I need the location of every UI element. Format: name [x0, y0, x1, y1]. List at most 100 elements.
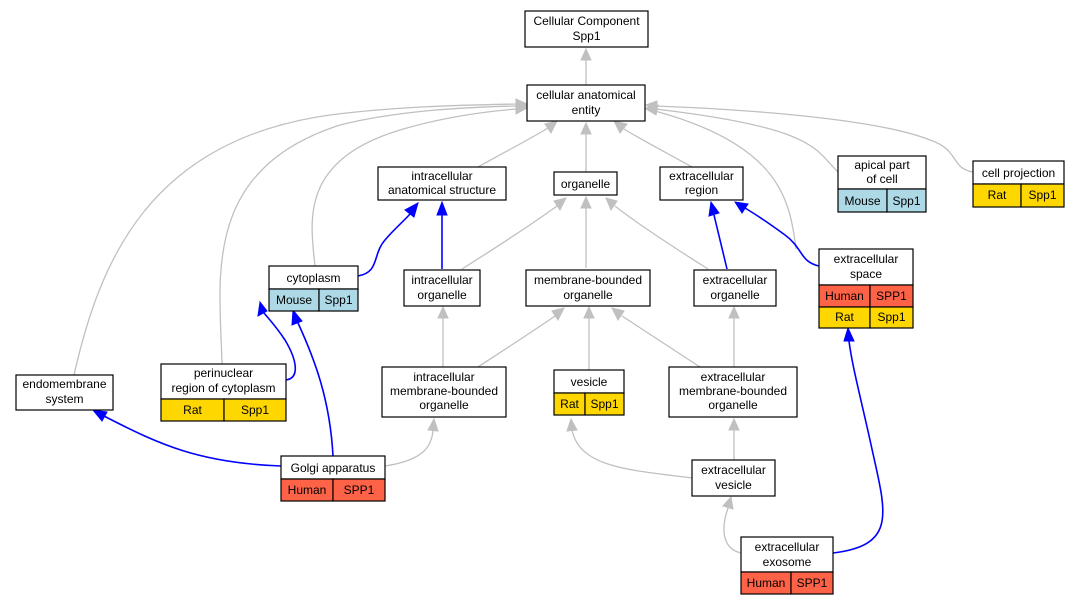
edge-ecspace-ecr [744, 207, 820, 267]
node-vesicle[interactable]: vesicle Rat Spp1 [553, 369, 625, 416]
node-golgi-apparatus[interactable]: Golgi apparatus Human SPP1 [280, 455, 386, 502]
gene-cell [584, 392, 625, 416]
node-label: region of cytoplasm [171, 381, 275, 395]
node-label: region [685, 183, 718, 197]
node-extracellular-exosome[interactable]: extracellular exosome Human SPP1 [740, 536, 834, 595]
species-label: Rat [183, 403, 202, 417]
node-label: organelle [417, 288, 467, 302]
arrowhead [728, 305, 740, 319]
edge-ias-cae [477, 127, 549, 168]
gene-cell [1020, 183, 1065, 208]
gene-label: Spp1 [877, 310, 905, 324]
node-label: entity [572, 103, 601, 117]
node-perinuclear-region[interactable]: perinuclear region of cytoplasm Rat Spp1 [160, 363, 287, 422]
species-label: Rat [835, 310, 854, 324]
node-extracellular-region[interactable]: extracellular region [659, 166, 744, 201]
edge-exosome-ecspace [832, 340, 884, 554]
node-intracellular-organelle[interactable]: intracellular organelle [403, 269, 481, 307]
gene-cell [318, 288, 359, 312]
gene-label: Spp1 [1028, 188, 1056, 202]
arrowhead [437, 305, 449, 319]
node-extracellular-organelle[interactable]: extracellular organelle [693, 269, 777, 307]
species-label: Rat [988, 188, 1007, 202]
edge-cellproj-cae [655, 105, 974, 173]
arrowhead [843, 326, 855, 342]
arrowhead [722, 495, 734, 510]
node-label: intracellular [413, 370, 474, 384]
node-cell-projection[interactable]: cell projection Rat Spp1 [972, 160, 1065, 208]
node-cellular-anatomical-entity[interactable]: cellular anatomical entity [526, 84, 646, 122]
arrowhead [583, 305, 595, 319]
arrowhead [644, 104, 659, 116]
arrowhead [728, 417, 740, 431]
species-label: Human [747, 576, 786, 590]
edge-golgi-cytoplasm [297, 322, 334, 457]
species-label: Human [288, 483, 327, 497]
arrowhead [580, 195, 592, 209]
gray-edges [73, 47, 974, 554]
node-label: cellular anatomical [536, 88, 635, 102]
node-label: membrane-bounded [534, 273, 642, 287]
gene-cell [223, 398, 287, 422]
node-intracellular-anatomical-structure[interactable]: intracellular anatomical structure [377, 166, 507, 201]
arrowhead [436, 200, 448, 216]
edge-cytoplasm-cae [311, 108, 517, 267]
node-label: organelle [710, 288, 760, 302]
node-apical-part-of-cell[interactable]: apical part of cell Mouse Spp1 [837, 155, 927, 213]
gene-label: Spp1 [241, 403, 269, 417]
gene-cell [790, 571, 834, 595]
arrowhead [427, 417, 439, 432]
gene-cell [869, 306, 914, 329]
edge-embo-mbo [621, 315, 701, 368]
edge-apical-cae [654, 108, 839, 173]
node-cellular-component[interactable]: Cellular Component Spp1 [524, 10, 649, 48]
node-label: extracellular [703, 273, 768, 287]
node-extracellular-vesicle[interactable]: extracellular vesicle [691, 459, 776, 497]
node-label: organelle [563, 288, 613, 302]
gene-cell [332, 478, 386, 502]
node-label: perinuclear [194, 366, 253, 380]
node-label: organelle [561, 177, 611, 191]
edge-imbo-mbo [477, 315, 556, 368]
node-label: cell projection [982, 166, 1055, 180]
gene-label: Spp1 [590, 397, 618, 411]
arrowhead [515, 98, 529, 110]
edge-golgi-endo [103, 415, 282, 467]
node-label: extracellular [834, 252, 899, 266]
edge-ecspace-cae [654, 110, 797, 250]
node-label: membrane-bounded [679, 384, 787, 398]
arrowhead [580, 121, 592, 135]
node-intracellular-membrane-bounded-organelle[interactable]: intracellular membrane-bounded organelle [381, 366, 507, 418]
arrowhead [91, 409, 108, 422]
arrowhead [551, 307, 565, 321]
node-label: intracellular [411, 169, 472, 183]
node-label: apical part [854, 158, 910, 172]
edge-exosome-ev [723, 507, 742, 554]
node-membrane-bounded-organelle[interactable]: membrane-bounded organelle [525, 269, 651, 307]
node-label: extracellular [701, 463, 766, 477]
edge-golgi-imbo [384, 429, 434, 467]
node-extracellular-membrane-bounded-organelle[interactable]: extracellular membrane-bounded organelle [668, 366, 798, 418]
edge-perinuc-cytoplasm [263, 312, 297, 381]
gene-cell [886, 188, 927, 213]
node-organelle[interactable]: organelle [553, 171, 618, 196]
node-cytoplasm[interactable]: cytoplasm Mouse Spp1 [268, 265, 359, 312]
arrowhead [580, 47, 592, 61]
node-endomembrane-system[interactable]: endomembrane system [15, 374, 114, 411]
node-label: extracellular [701, 370, 766, 384]
node-label: organelle [708, 398, 758, 412]
gene-label: SPP1 [797, 576, 828, 590]
node-label: of cell [866, 172, 897, 186]
species-label: Rat [560, 397, 579, 411]
node-label: endomembrane [22, 377, 106, 391]
species-label: Human [825, 289, 864, 303]
gene-label: SPP1 [876, 289, 907, 303]
arrowhead [708, 200, 720, 217]
arrowhead [611, 307, 625, 321]
node-extracellular-space[interactable]: extracellular space Human SPP1 Rat Spp1 [818, 248, 914, 329]
arrowhead [404, 201, 419, 218]
node-label: extracellular [669, 169, 734, 183]
arrowhead [613, 120, 628, 134]
species-label: Mouse [276, 293, 312, 307]
arrowhead [291, 308, 303, 326]
